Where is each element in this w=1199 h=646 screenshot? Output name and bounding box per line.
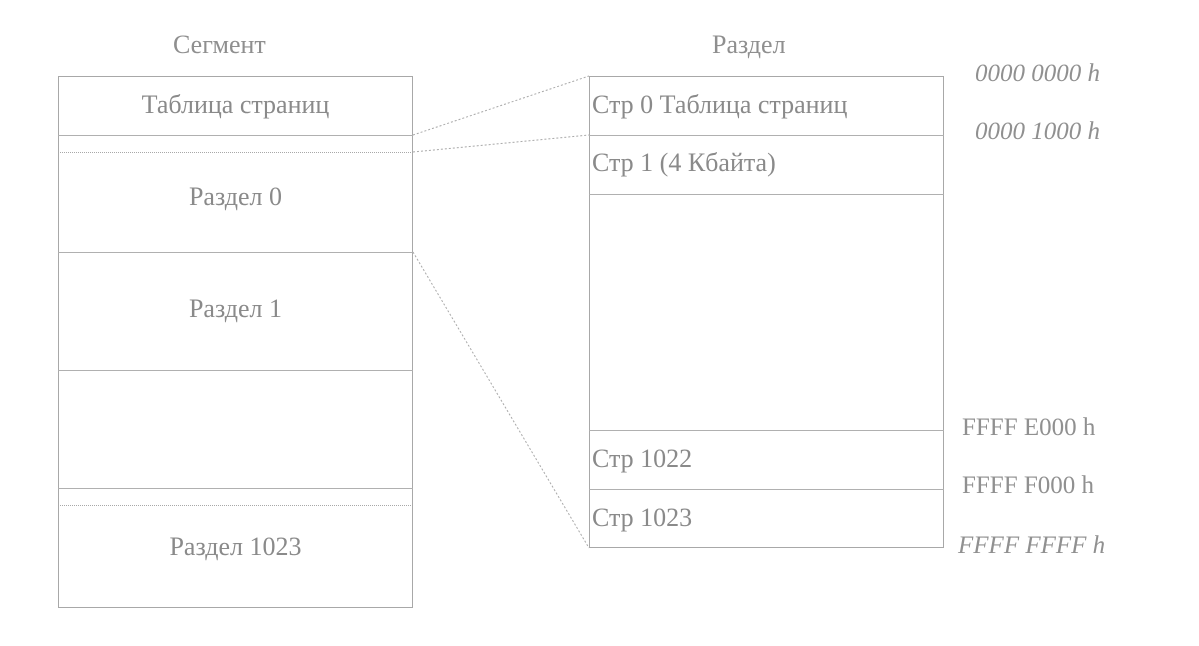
section-divider-3 [589,430,944,431]
segment-divider-3 [58,370,413,371]
segment-page-table-label: Таблица страниц [141,90,330,119]
segment-divider-1 [58,135,413,136]
segment-block [58,76,413,608]
segment-heading: Сегмент [173,30,266,59]
segment-section-1-label: Раздел 1 [188,294,283,323]
section-page-0-label: Стр 0 Таблица страниц [592,90,848,119]
segment-section-0-label: Раздел 0 [188,182,283,211]
address-label-4: FFFF FFFF h [958,532,1106,559]
segment-dotted-divider-1 [58,152,413,153]
segment-divider-4 [58,488,413,489]
segment-divider-2 [58,252,413,253]
section-divider-2 [589,194,944,195]
address-label-3: FFFF F000 h [962,472,1095,499]
section-divider-1 [589,135,944,136]
connector-page-table-top [412,75,590,136]
address-label-2: FFFF E000 h [962,414,1096,441]
section-block [589,76,944,548]
address-label-0: 0000 0000 h [975,60,1100,87]
section-heading: Раздел [712,30,786,59]
section-divider-4 [589,489,944,490]
section-page-1023-label: Стр 1023 [592,503,693,532]
section-page-1-label: Стр 1 (4 Кбайта) [592,148,776,177]
section-page-1022-label: Стр 1022 [592,444,693,473]
connector-section-bottom [412,251,590,549]
segment-dotted-divider-2 [58,505,413,506]
segment-section-1023-label: Раздел 1023 [169,532,302,561]
connector-page-table-bottom [412,134,590,153]
address-label-1: 0000 1000 h [975,118,1100,145]
